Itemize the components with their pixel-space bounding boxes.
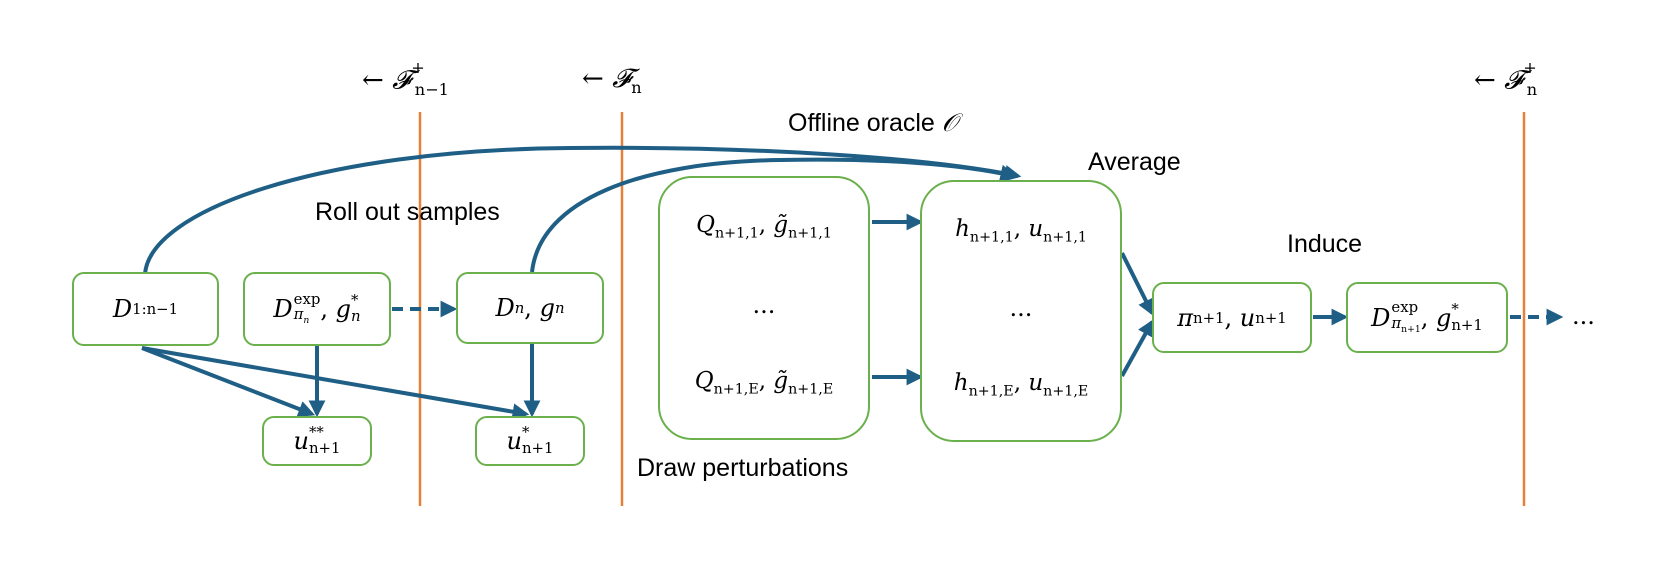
arrow-history-to-u-double-star bbox=[141, 346, 316, 417]
trailing-ellipsis: ... bbox=[1572, 302, 1595, 330]
roll-out-samples-label: Roll out samples bbox=[315, 198, 500, 226]
perturbation-last: Qn+1,E, g̃n+1,E bbox=[694, 368, 834, 398]
arrow-history-to-oracle bbox=[143, 145, 1022, 275]
average-label: Average bbox=[1088, 148, 1181, 176]
offline-oracle-label: Offline oracle 𝒪 bbox=[788, 108, 958, 137]
node-oracle-outputs: hn+1,1, un+1,1 ... hn+1,E, un+1,E bbox=[920, 180, 1122, 442]
filtration-label-n: ← 𝓕n bbox=[582, 64, 642, 98]
node-u-star: u*n+1 bbox=[475, 416, 585, 466]
induce-label: Induce bbox=[1287, 230, 1363, 258]
arrow-oracle-last-to-policy bbox=[1120, 319, 1154, 377]
oracle-output-first: hn+1,1, un+1,1 bbox=[955, 216, 1087, 246]
draw-perturbations-label: Draw perturbations bbox=[637, 454, 849, 482]
oracle-output-last: hn+1,E, un+1,E bbox=[953, 370, 1089, 400]
node-perturbations: Qn+1,1, g̃n+1,1 ... Qn+1,E, g̃n+1,E bbox=[658, 176, 870, 440]
perturbation-ellipsis: ... bbox=[752, 291, 776, 319]
perturbation-first: Qn+1,1, g̃n+1,1 bbox=[696, 212, 832, 242]
filtration-label-prev-plus: ← 𝓕+n−1 bbox=[362, 58, 449, 99]
node-u-double-star: u**n+1 bbox=[262, 416, 372, 466]
arrow-history-to-u-star bbox=[141, 346, 530, 421]
filtration-label-n-plus: ← 𝓕+n bbox=[1474, 58, 1538, 99]
arrow-dn-to-oracle bbox=[530, 157, 1018, 273]
oracle-output-ellipsis: ... bbox=[1009, 294, 1033, 322]
arrow-oracle-first-to-policy bbox=[1120, 252, 1154, 317]
